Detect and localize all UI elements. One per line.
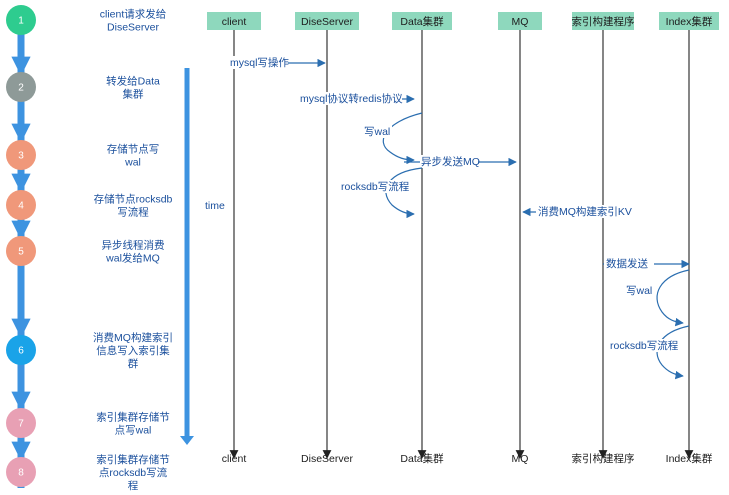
- step-number: 7: [18, 419, 24, 430]
- lane-footer-label: client: [222, 453, 247, 465]
- msg-rocksdb-flow: rocksdb写流程: [341, 180, 410, 193]
- step-label-line: 信息写入索引集: [96, 344, 170, 357]
- step-number: 6: [18, 346, 24, 357]
- step-circle: [6, 335, 36, 365]
- msg-data-send: 数据发送: [606, 257, 648, 270]
- msg-write-wal2: 写wal: [626, 285, 652, 297]
- lane-footer-label: MQ: [512, 453, 529, 465]
- lane-header-label: DiseServer: [301, 16, 353, 28]
- step-number: 8: [18, 468, 24, 479]
- lane-header-label: Index集群: [666, 15, 713, 28]
- step-circle: [6, 236, 36, 266]
- lane-header-box: [207, 12, 261, 30]
- lane-header-label: Data集群: [400, 15, 444, 28]
- step-label-line: 索引集群存储节: [96, 411, 170, 424]
- msg-bg: [608, 339, 680, 352]
- lane-header-label: client: [222, 16, 247, 28]
- msg-consume-mq: 消费MQ构建索引KV: [538, 205, 632, 218]
- lane-footer-label: Index集群: [666, 452, 713, 465]
- step-label-line: 转发给Data: [106, 75, 160, 88]
- step-circle: [6, 5, 36, 35]
- msg-arrow-write-wal: [382, 112, 423, 165]
- msg-arrow-rocksdb2: [656, 325, 690, 380]
- step-label-line: 存储节点rocksdb: [94, 193, 173, 206]
- lane-header-box: [572, 12, 634, 30]
- step-circle: [6, 140, 36, 170]
- step-number: 5: [18, 247, 24, 258]
- step-number: 4: [18, 201, 24, 212]
- step-label-line: 存储节点写: [107, 143, 160, 156]
- steps: 1client请求发给DiseServer2转发给Data集群3存储节点写wal…: [6, 5, 173, 492]
- step-label-line: 集群: [123, 88, 144, 101]
- step-number: 2: [18, 83, 24, 94]
- step-circle: [6, 408, 36, 438]
- time-axis: time: [180, 68, 225, 445]
- msg-bg: [362, 125, 392, 138]
- lane-header-label: 索引构建程序: [572, 15, 635, 28]
- lane-index: Index集群 Index集群: [659, 12, 719, 465]
- time-arrow-head: [180, 436, 194, 445]
- lane-client: client client: [207, 12, 261, 465]
- lane-footer-label: DiseServer: [301, 453, 353, 465]
- lane-header-box: [659, 12, 719, 30]
- msg-bg: [624, 284, 654, 297]
- step-circle: [6, 457, 36, 487]
- step-label-line: 程: [128, 480, 139, 492]
- msg-async-mq: 异步发送MQ: [421, 155, 480, 168]
- lane-footer-label: Data集群: [400, 452, 444, 465]
- time-label: time: [205, 200, 225, 212]
- lane-header-box: [392, 12, 452, 30]
- lane-mq: MQ MQ: [498, 12, 542, 465]
- step-label-line: 索引集群存储节: [96, 453, 170, 466]
- step-label-line: 异步线程消费: [102, 239, 165, 252]
- msg-write-wal: 写wal: [364, 126, 390, 138]
- msg-redis-conv: mysql协议转redis协议: [300, 92, 403, 105]
- msg-bg: [604, 257, 654, 270]
- lanes: clientclientDiseServerDiseServerData集群Da…: [207, 12, 719, 465]
- step-label-line: 消费MQ构建索引: [93, 331, 173, 344]
- step-label-line: client请求发给: [100, 8, 167, 21]
- msg-bg: [536, 205, 630, 218]
- msg-rocksdb-flow2: rocksdb写流程: [610, 339, 679, 352]
- step-label-line: wal: [124, 157, 141, 169]
- lane-footer-label: 索引构建程序: [572, 452, 635, 465]
- step-label-line: 点写wal: [115, 425, 152, 437]
- step-label-line: 群: [128, 357, 139, 370]
- step-number: 1: [18, 16, 24, 27]
- msg-arrow-write-wal2: [656, 269, 690, 327]
- lane-header-label: MQ: [512, 16, 529, 28]
- step-label-line: 点rocksdb写流: [99, 466, 168, 479]
- step-label-line: DiseServer: [107, 22, 159, 34]
- lane-header-box: [295, 12, 359, 30]
- msg-arrow-rocksdb: [385, 167, 423, 219]
- step-label-line: wal发给MQ: [105, 252, 160, 265]
- msg-bg: [420, 155, 478, 168]
- msg-mysql-op: mysql写操作: [230, 56, 289, 69]
- step-circle: [6, 190, 36, 220]
- step-label-line: 写流程: [117, 206, 149, 219]
- msg-bg: [298, 92, 402, 105]
- msg-bg: [228, 56, 288, 69]
- step-number: 3: [18, 151, 24, 162]
- msg-bg: [339, 180, 413, 193]
- messages: mysql写操作 mysql协议转redis协议 写wal 异步发送MQ roc…: [228, 56, 690, 380]
- lane-header-box: [498, 12, 542, 30]
- lane-data: Data集群 Data集群: [392, 12, 452, 465]
- step-circle: [6, 72, 36, 102]
